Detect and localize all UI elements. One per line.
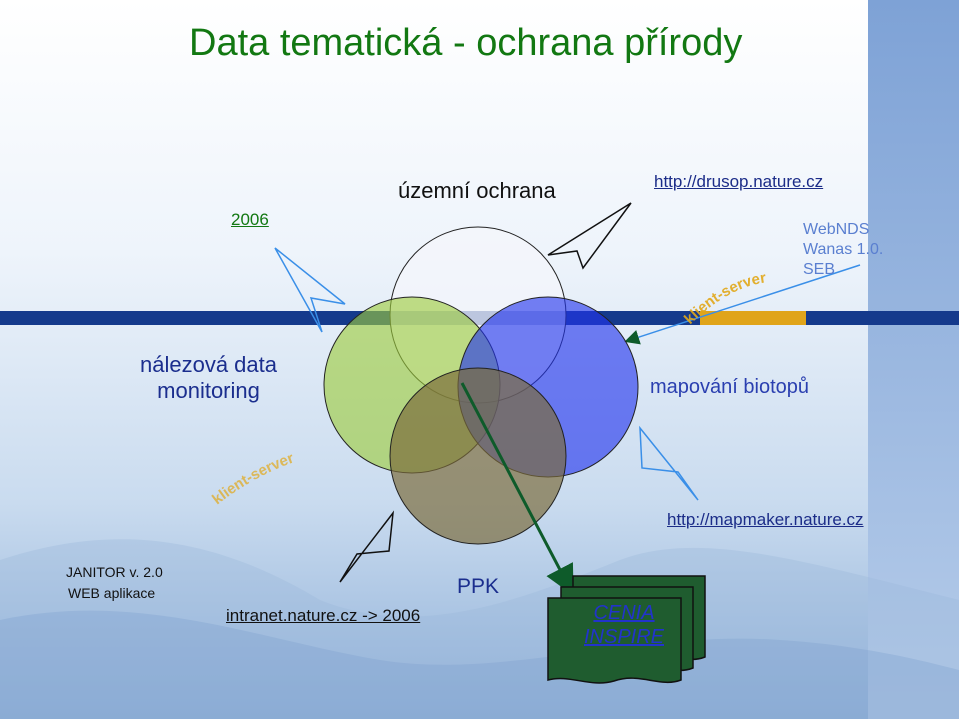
circle-ppk	[389, 367, 567, 545]
biotope-mapping-label: mapování biotopů	[650, 376, 810, 398]
webnds-line3: SEB	[803, 261, 836, 278]
callout-2006	[274, 247, 346, 333]
callout-mapmaker	[639, 425, 699, 501]
drusop-link[interactable]: http://drusop.nature.cz	[654, 172, 824, 191]
band-orange-segment	[700, 311, 806, 325]
ppk-label: PPK	[457, 575, 500, 598]
ppk-arrow	[460, 382, 574, 596]
janitor-line2: WEB aplikace	[68, 585, 156, 601]
territorial-protection-label: územní ochrana	[398, 178, 556, 203]
findings-line2: monitoring	[157, 378, 260, 403]
callout-intranet	[339, 510, 395, 583]
page-title: Data tematická - ochrana přírody	[189, 22, 743, 64]
webnds-line1: WebNDS	[803, 221, 870, 238]
callout-drusop	[547, 202, 632, 270]
cenia-inspire-label[interactable]: CENIA INSPIRE	[566, 601, 682, 649]
cenia-line1: CENIA	[593, 602, 655, 624]
janitor-label: JANITOR v. 2.0 WEB aplikace	[66, 562, 163, 604]
year-2006-link[interactable]: 2006	[231, 210, 269, 229]
janitor-line1: JANITOR v. 2.0	[66, 564, 163, 580]
findings-monitoring-label: nálezová data monitoring	[140, 352, 277, 404]
webnds-line2: Wanas 1.0.	[803, 241, 884, 258]
webnds-pointer	[624, 264, 861, 345]
webnds-info: WebNDS Wanas 1.0. SEB	[803, 220, 883, 280]
mountain-silhouette	[0, 539, 959, 719]
cenia-line2: INSPIRE	[583, 626, 665, 648]
findings-line1: nálezová data	[140, 352, 277, 377]
right-strip	[868, 0, 959, 719]
intranet-link[interactable]: intranet.nature.cz -> 2006	[226, 606, 421, 625]
cenia-documents	[547, 575, 706, 684]
mapmaker-link[interactable]: http://mapmaker.nature.cz	[667, 510, 864, 529]
